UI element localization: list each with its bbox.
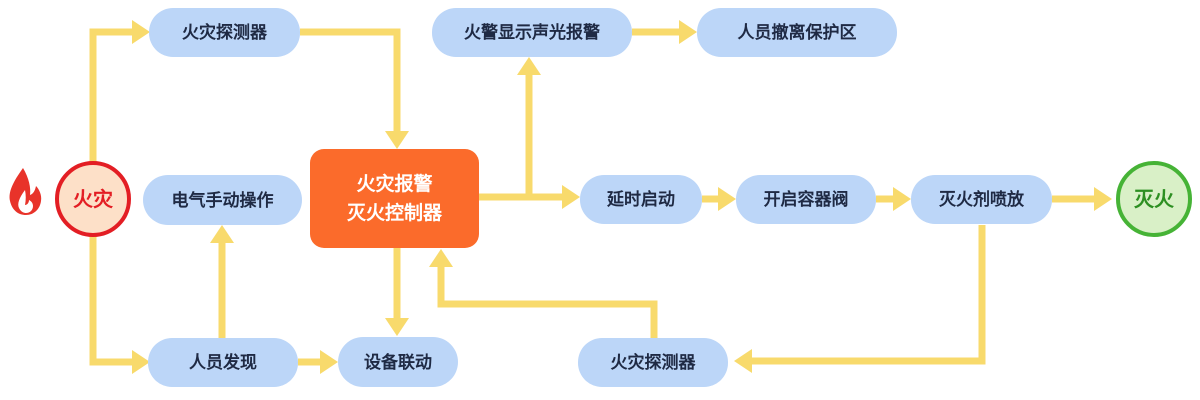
arrowhead-detector-bottom [734,349,752,373]
alarm-display-node: 火警显示声光报警 [432,8,632,57]
connector-detector-top-to-controller [300,28,401,131]
delay-start-node: 延时启动 [580,175,702,224]
delay-start-label: 延时启动 [606,189,675,210]
extinguished-node: 灭火 [1116,161,1192,237]
arrowhead-controller-bottom [429,249,453,267]
arrowhead-manual-operation [210,225,234,243]
controller-label-line1: 火灾报警 [356,172,432,195]
connector-detector-bottom-to-controller [437,267,658,338]
detector-top-label: 火灾探测器 [182,22,268,43]
open-valve-node: 开启容器阀 [736,175,876,224]
agent-spray-node: 灭火剂喷放 [911,175,1052,224]
arrowhead-extinguished [1094,187,1112,211]
arrowhead-linkage-left [320,350,338,374]
connectors [89,20,1112,374]
arrowhead-detector-top [132,20,150,44]
detector-top-node: 火灾探测器 [149,8,300,57]
arrowhead-delay-start [562,185,580,209]
arrowhead-agent-spray [893,187,911,211]
extinguished-label: 灭火 [1134,187,1175,211]
manual-operation-node: 电气手动操作 [143,175,302,225]
arrowhead-person-found [132,350,150,374]
arrowhead-controller-top [385,131,409,149]
alarm-extinguishing-controller-node: 火灾报警 灭火控制器 [310,149,479,248]
open-valve-label: 开启容器阀 [764,189,849,210]
fire-start-node: 火灾 [55,161,131,237]
connector-fire-to-person-found [89,234,132,366]
flame-icon [9,168,42,215]
connector-spray-to-detector-bottom [752,225,986,365]
arrowhead-alarm-display [517,57,541,75]
manual-operation-label: 电气手动操作 [172,190,274,211]
connector-fire-to-detector-top [89,28,132,162]
detector-bottom-label: 火灾探测器 [611,352,697,373]
fire-start-label: 火灾 [73,187,113,211]
alarm-display-label: 火警显示声光报警 [464,22,600,43]
arrowhead-evacuation [679,20,697,44]
detector-bottom-node: 火灾探测器 [578,338,728,387]
agent-spray-label: 灭火剂喷放 [938,189,1025,210]
arrowhead-linkage-top [385,318,409,336]
evacuation-label: 人员撤离保护区 [738,22,857,43]
arrowhead-open-valve [718,187,736,211]
person-found-node: 人员发现 [148,338,298,387]
equipment-linkage-label: 设备联动 [364,352,432,373]
person-found-label: 人员发现 [189,352,257,373]
controller-label-line2: 灭火控制器 [346,201,443,224]
evacuation-node: 人员撤离保护区 [697,8,897,57]
equipment-linkage-node: 设备联动 [338,337,458,387]
